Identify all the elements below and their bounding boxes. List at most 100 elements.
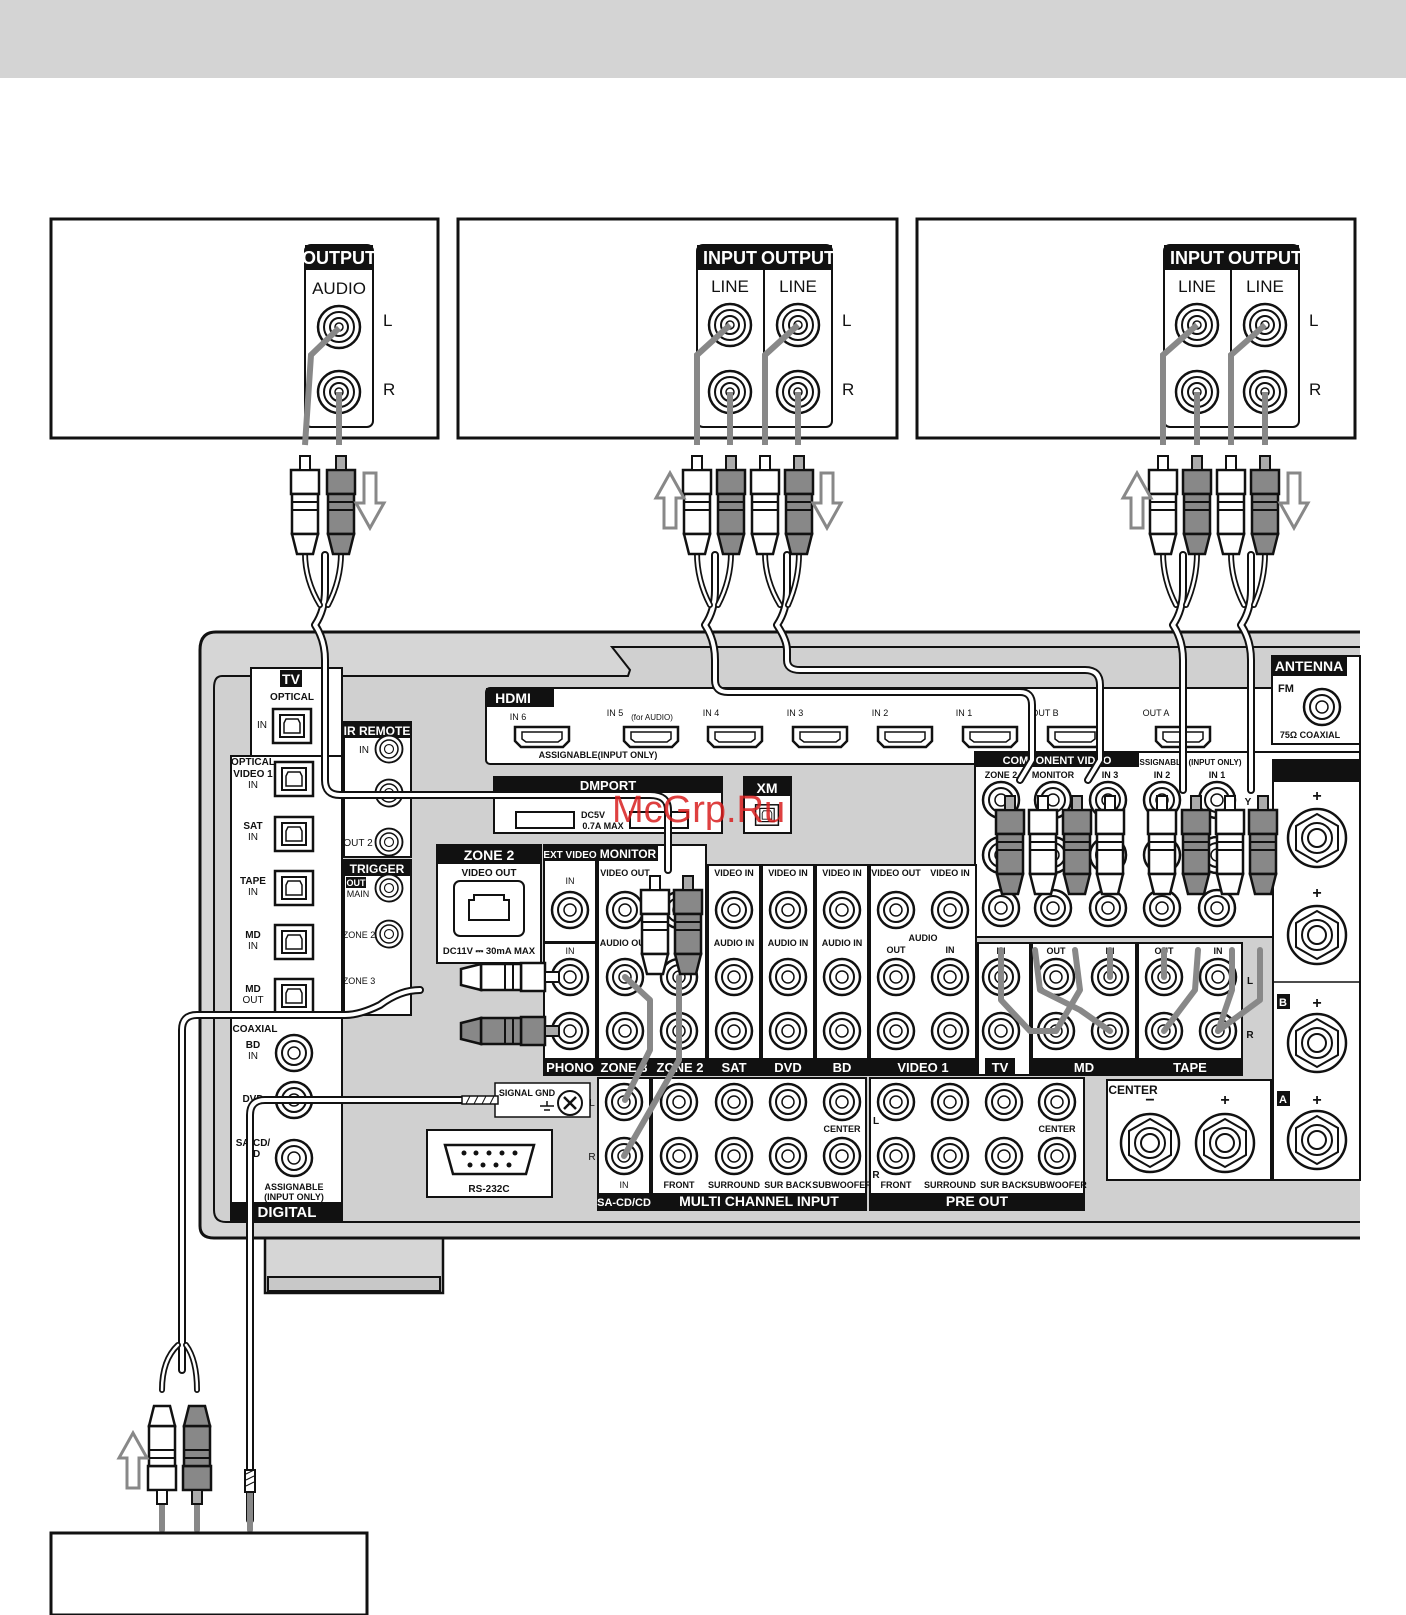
- svg-text:SUR BACK: SUR BACK: [980, 1180, 1028, 1190]
- svg-text:R: R: [872, 1170, 880, 1181]
- arrow-up-icon: [117, 1431, 149, 1490]
- svg-text:+: +: [1312, 995, 1321, 1012]
- label-l: L: [1309, 311, 1318, 330]
- label-l: L: [383, 311, 392, 330]
- svg-text:HDMI: HDMI: [495, 690, 531, 706]
- svg-text:FM: FM: [1278, 683, 1294, 695]
- audio-label: AUDIO: [312, 279, 366, 298]
- svg-text:ASSIGNABLE(INPUT ONLY): ASSIGNABLE(INPUT ONLY): [539, 750, 658, 760]
- svg-text:SAT: SAT: [721, 1060, 746, 1075]
- svg-text:B: B: [1279, 997, 1287, 1009]
- svg-text:TRIGGER: TRIGGER: [350, 862, 405, 876]
- arrow-up-icon: [1121, 471, 1153, 530]
- device-top-right: INPUT OUTPUT LINE LINE L R: [915, 217, 1357, 440]
- plugs-bottom: [146, 1095, 499, 1506]
- cables: [159, 550, 1268, 1533]
- svg-text:SURROUND: SURROUND: [924, 1180, 977, 1190]
- svg-text:AUDIO IN: AUDIO IN: [714, 938, 755, 948]
- arrow-down-icon: [811, 471, 843, 530]
- svg-text:SIGNAL GND: SIGNAL GND: [499, 1088, 556, 1098]
- svg-text:R: R: [588, 1152, 595, 1163]
- rs232c-port: RS-232C: [426, 1129, 553, 1198]
- line-out-label: LINE: [779, 277, 817, 296]
- svg-text:SUR BACK: SUR BACK: [764, 1180, 812, 1190]
- arrow-down-icon: [354, 471, 386, 530]
- svg-text:AUDIO: AUDIO: [909, 933, 938, 943]
- svg-text:ASSIGNABLE: ASSIGNABLE: [264, 1182, 323, 1192]
- svg-text:+: +: [1312, 788, 1321, 805]
- svg-text:TV: TV: [282, 671, 301, 687]
- svg-text:IN: IN: [620, 1180, 629, 1190]
- svg-text:VIDEO OUT: VIDEO OUT: [600, 868, 650, 878]
- device-leads: [302, 322, 1268, 446]
- svg-text:COAXIAL: COAXIAL: [233, 1024, 278, 1035]
- svg-text:MONITOR: MONITOR: [600, 847, 657, 861]
- svg-text:OPTICAL: OPTICAL: [270, 692, 314, 703]
- svg-text:75Ω COAXIAL: 75Ω COAXIAL: [1280, 730, 1341, 740]
- svg-text:(INPUT ONLY): (INPUT ONLY): [1188, 758, 1241, 767]
- svg-text:OUT: OUT: [887, 945, 907, 955]
- svg-text:IR REMOTE: IR REMOTE: [344, 724, 411, 738]
- svg-text:TV: TV: [992, 1060, 1009, 1075]
- svg-text:ASSIGNABLE: ASSIGNABLE: [1134, 758, 1187, 767]
- label-l: L: [842, 311, 851, 330]
- svg-text:Y: Y: [1245, 797, 1252, 808]
- svg-text:TAPE: TAPE: [240, 876, 266, 887]
- svg-text:IN: IN: [248, 1051, 258, 1062]
- device-bottom: [49, 1531, 369, 1615]
- svg-text:IN 2: IN 2: [1154, 770, 1171, 780]
- svg-text:0.7A MAX: 0.7A MAX: [582, 821, 623, 831]
- svg-text:IN 1: IN 1: [956, 708, 973, 718]
- svg-text:DVD: DVD: [774, 1060, 801, 1075]
- svg-text:IN: IN: [1214, 946, 1223, 956]
- svg-text:ANTENNA: ANTENNA: [1275, 658, 1343, 674]
- svg-text:SUBWOOFER: SUBWOOFER: [812, 1180, 872, 1190]
- arrow-down-icon: [1278, 471, 1310, 530]
- svg-text:IN 2: IN 2: [872, 708, 889, 718]
- arrow-up-icon: [654, 471, 686, 530]
- svg-text:DMPORT: DMPORT: [580, 778, 636, 793]
- svg-text:ZONE 2: ZONE 2: [343, 930, 376, 940]
- svg-text:ZONE 3: ZONE 3: [601, 1060, 648, 1075]
- svg-text:(INPUT ONLY): (INPUT ONLY): [264, 1192, 324, 1202]
- svg-text:OUT: OUT: [347, 878, 367, 888]
- svg-text:AUDIO OUT: AUDIO OUT: [600, 938, 651, 948]
- svg-text:IN: IN: [566, 946, 575, 956]
- svg-text:IN 5: IN 5: [607, 708, 624, 718]
- line-out-label: LINE: [1246, 277, 1284, 296]
- svg-text:+: +: [1312, 1092, 1321, 1109]
- output-label: OUTPUT: [761, 248, 835, 268]
- svg-text:PRE OUT: PRE OUT: [946, 1193, 1009, 1209]
- signal-ground: SIGNAL GND: [494, 1082, 591, 1118]
- svg-text:L: L: [873, 1116, 879, 1127]
- svg-text:IN 3: IN 3: [1102, 770, 1119, 780]
- svg-text:CENTER: CENTER: [1038, 1124, 1076, 1134]
- svg-text:IN 6: IN 6: [510, 712, 527, 722]
- svg-text:CENTER: CENTER: [1108, 1083, 1158, 1097]
- svg-text:IN: IN: [248, 780, 258, 791]
- svg-text:VIDEO IN: VIDEO IN: [714, 868, 754, 878]
- svg-text:SURROUND: SURROUND: [708, 1180, 761, 1190]
- svg-text:(for AUDIO): (for AUDIO): [631, 713, 673, 722]
- svg-text:SUBWOOFER: SUBWOOFER: [1027, 1180, 1087, 1190]
- input-label: INPUT: [1170, 248, 1224, 268]
- svg-text:MAIN: MAIN: [347, 889, 370, 899]
- svg-text:FRONT: FRONT: [881, 1180, 912, 1190]
- svg-text:DC5V: DC5V: [581, 810, 605, 820]
- label-r: R: [383, 380, 395, 399]
- svg-text:MD: MD: [245, 984, 261, 995]
- line-in-label: LINE: [711, 277, 749, 296]
- svg-text:BD: BD: [833, 1060, 852, 1075]
- output-label: OUTPUT: [302, 248, 376, 268]
- svg-text:MD: MD: [245, 930, 261, 941]
- svg-text:IN: IN: [257, 720, 267, 731]
- svg-text:L: L: [1247, 976, 1253, 987]
- svg-text:IN: IN: [248, 832, 258, 843]
- svg-text:IN 4: IN 4: [703, 708, 720, 718]
- svg-text:VIDEO IN: VIDEO IN: [930, 868, 970, 878]
- svg-text:+: +: [1312, 885, 1321, 902]
- svg-text:VIDEO 1: VIDEO 1: [897, 1060, 948, 1075]
- svg-text:XM: XM: [757, 780, 778, 796]
- svg-text:IN: IN: [359, 745, 369, 756]
